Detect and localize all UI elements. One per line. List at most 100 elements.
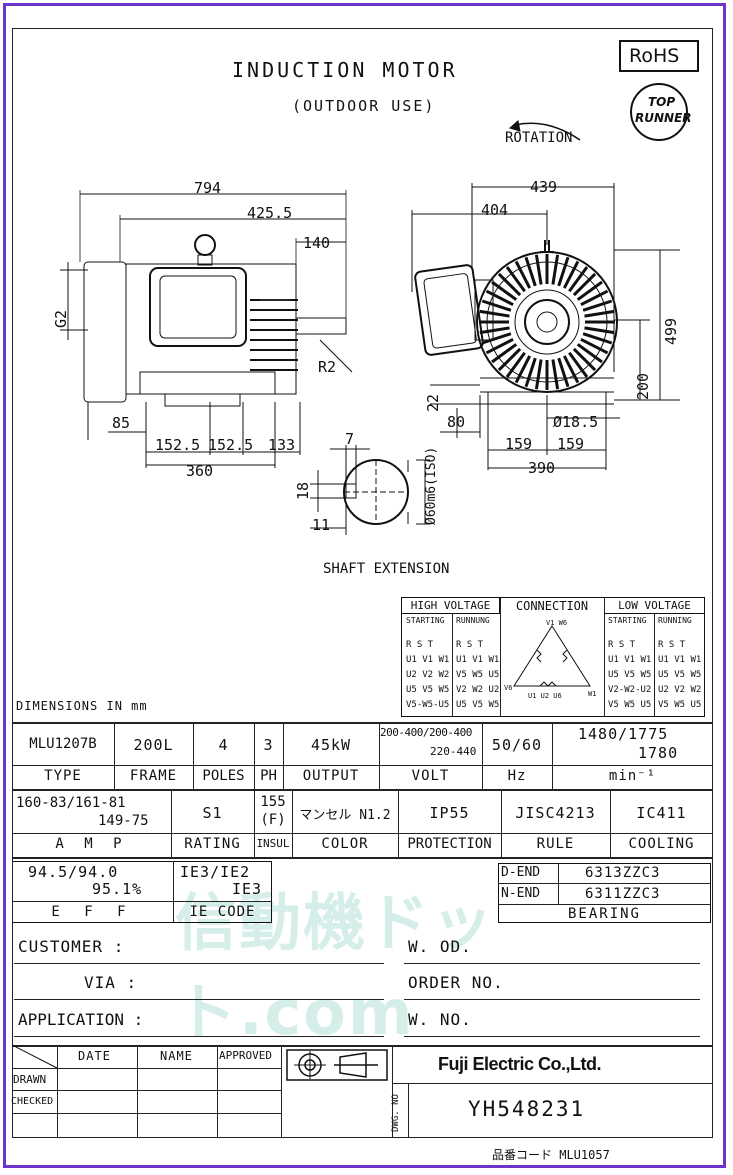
spec-eff-1: 94.5/94.0 — [28, 863, 119, 881]
dwg-number: YH548231 — [468, 1097, 586, 1121]
title-block-diagonal — [12, 1045, 58, 1069]
drawing-sheet — [12, 28, 713, 1138]
connection-row: U5 V5 W5 — [406, 685, 450, 695]
wno-label: W. NO. — [408, 1010, 472, 1029]
lvs-rows: R S T U1 V1 W1 U5 V5 W5 V2-W2-U2 V5 W5 U5 — [608, 638, 651, 713]
label-insul: INSUL — [256, 837, 290, 850]
tb-name-label: NAME — [160, 1049, 193, 1063]
connection-row: U5 V5 W5 — [658, 670, 702, 680]
hv-starting: STARTING — [406, 616, 445, 625]
projection-symbol — [286, 1049, 388, 1081]
part-code: 品番コード MLU1057 — [492, 1148, 610, 1162]
dimensions-note-text: DIMENSIONS IN mm — [16, 699, 148, 713]
spec-cooling: IC411 — [636, 804, 687, 822]
dim-499: 499 — [662, 318, 680, 345]
connection-row: V5 W5 U5 — [608, 700, 652, 710]
dim-152-b: 152.5 — [208, 436, 253, 454]
connection-row: R S T — [406, 640, 434, 650]
tb-approved-label: APPROVED — [219, 1049, 272, 1062]
label-rule: RULE — [536, 836, 575, 852]
connection-table: HIGH VOLTAGE CONNECTION LOW VOLTAGE STAR… — [401, 597, 705, 717]
rotation-label: ROTATION — [505, 130, 572, 146]
label-hz: Hz — [507, 768, 527, 784]
bearing-nend-value: 6311ZZC3 — [585, 886, 661, 902]
motor-side-view — [60, 190, 353, 468]
dim-g2: G2 — [52, 310, 70, 328]
spec-ph: 3 — [263, 736, 274, 754]
eff-box — [12, 861, 272, 923]
bearing-nend-label: N-END — [501, 886, 541, 901]
spec-eff-2: 95.1% — [92, 880, 143, 898]
lv-starting: STARTING — [608, 616, 647, 625]
motor-drawing: 794 425.5 140 G2 R2 85 152.5 152.5 133 3… — [52, 120, 680, 577]
wod-label: W. OD. — [408, 937, 472, 956]
spec-rating: S1 — [202, 804, 223, 822]
company-name: Fuji Electric Co.,Ltd. — [438, 1054, 602, 1074]
label-protection: PROTECTION — [407, 836, 492, 852]
dim-60: Ø60m6(ISO) — [424, 447, 439, 525]
spec-amp-1: 160-83/161-81 — [16, 795, 126, 811]
tb-checked-label: CHECKED — [11, 1096, 54, 1107]
drawing-title: INDUCTION MOTOR — [232, 58, 458, 82]
spec-amp-2: 149-75 — [98, 813, 149, 829]
label-color: COLOR — [321, 836, 369, 852]
drawing-subtitle: (OUTDOOR USE) — [292, 97, 436, 115]
label-eff: E F F — [51, 904, 134, 920]
dwg-no-label: DWG. NO — [391, 1094, 401, 1132]
label-rating: RATING — [184, 836, 241, 852]
customer-label: CUSTOMER : — [18, 937, 125, 956]
via-label: VIA : — [84, 973, 138, 992]
connection-row: U1 V1 W1 — [406, 655, 450, 665]
connection-row: V5-W5-U5 — [406, 700, 450, 710]
label-rpm: min⁻¹ — [608, 768, 657, 784]
spec-hz: 50/60 — [491, 736, 543, 754]
spec-insul-2: (F) — [260, 812, 286, 828]
spec-rpm-2: 1780 — [638, 744, 679, 762]
dim-159-a: 159 — [505, 435, 532, 453]
tb-date-label: DATE — [78, 1049, 111, 1063]
label-frame: FRAME — [129, 768, 178, 784]
spec-rule: JISC4213 — [515, 804, 596, 822]
dim-85: 85 — [112, 414, 130, 432]
connection-row: U1 V1 W1 — [658, 655, 702, 665]
connection-row: U5 V5 W5 — [456, 700, 500, 710]
label-poles: POLES — [202, 768, 245, 784]
svg-text:U1 U2 U6: U1 U2 U6 — [528, 692, 562, 700]
label-volt: VOLT — [411, 768, 450, 784]
connection-row: R S T — [658, 640, 686, 650]
dim-439: 439 — [530, 178, 557, 196]
hv-running: RUNNUNG — [456, 616, 490, 625]
lv-header: LOW VOLTAGE — [604, 598, 704, 614]
connection-row: U1 V1 W1 — [608, 655, 652, 665]
rohs-badge: RoHS — [619, 40, 699, 72]
spec-rpm-1: 1480/1775 — [578, 725, 669, 743]
connection-row: R S T — [456, 640, 484, 650]
dim-18: 18 — [294, 482, 312, 500]
spec-volt-1: 200-400/200-400 — [380, 726, 472, 739]
top-runner-line1: TOP — [648, 95, 676, 109]
shaft-extension-view — [310, 445, 430, 535]
connection-row: U2 V2 W2 — [658, 685, 702, 695]
svg-text:W1: W1 — [588, 690, 596, 698]
spec-iecode-1: IE3/IE2 — [180, 863, 251, 881]
spec-iecode-2: IE3 — [232, 880, 263, 898]
hvs-rows: R S T U1 V1 W1 U2 V2 W2 U5 V5 W5 V5-W5-U5 — [406, 638, 449, 713]
connection-row: U2 V2 W2 — [406, 670, 450, 680]
dim-7: 7 — [345, 430, 354, 448]
connection-row: V2-W2-U2 — [608, 685, 652, 695]
label-cooling: COOLING — [628, 836, 695, 852]
dim-r2: R2 — [318, 358, 336, 376]
label-bearing: BEARING — [567, 906, 641, 922]
connection-row: U5 V5 W5 — [608, 670, 652, 680]
hv-header: HIGH VOLTAGE — [402, 598, 500, 614]
connection-row: R S T — [608, 640, 636, 650]
dim-140: 140 — [303, 234, 330, 252]
dim-11: 11 — [312, 516, 330, 534]
label-type: TYPE — [44, 768, 82, 784]
connection-row: V5 W5 U5 — [456, 670, 500, 680]
dim-133: 133 — [268, 436, 295, 454]
rohs-label: RoHS — [629, 45, 680, 67]
